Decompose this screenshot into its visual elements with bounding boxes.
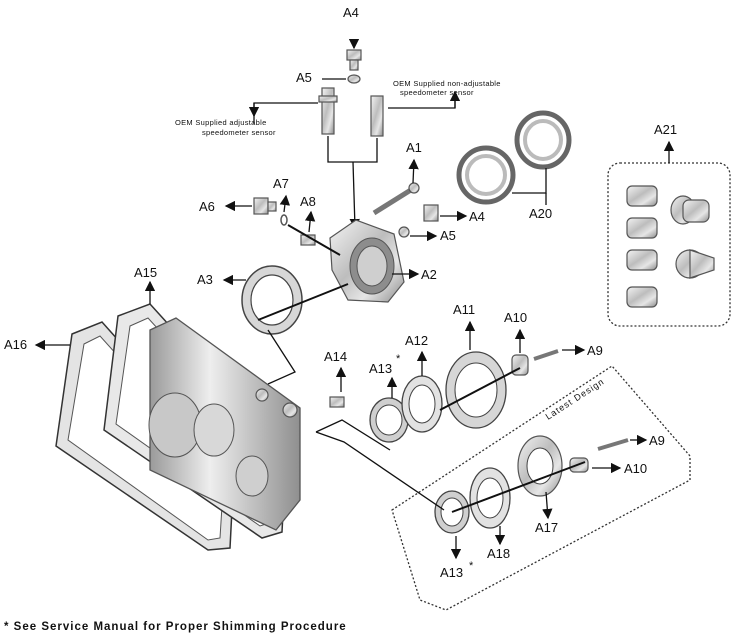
label-a17: A17: [535, 520, 558, 535]
label-a12: A12: [405, 333, 428, 348]
bearing-sleeve-2: [626, 217, 658, 239]
label-a20: A20: [529, 206, 552, 221]
label-a16: A16: [4, 337, 27, 352]
main-case: [148, 317, 301, 531]
speedometer-sensor-adjustable: [318, 87, 338, 135]
asterisk-upper: *: [396, 353, 401, 365]
bolt-a9-lower: [597, 438, 629, 451]
label-a9-lower: A9: [649, 433, 665, 448]
label-a14: A14: [324, 349, 347, 364]
note-oem-adjustable-2: speedometer sensor: [202, 128, 276, 137]
label-latest-design: Latest Design: [544, 376, 607, 421]
a21-kit-box: [607, 162, 731, 327]
label-a13-upper: A13: [369, 361, 392, 376]
bolt-a9-upper: [533, 349, 559, 361]
label-a3: A3: [197, 272, 213, 287]
plug-a4-mid: [423, 204, 439, 222]
bolt-a1: [372, 182, 420, 216]
note-oem-nonadjustable-1: OEM Supplied non-adjustable: [393, 79, 501, 88]
label-a10-upper: A10: [504, 310, 527, 325]
label-a9-upper: A9: [587, 343, 603, 358]
label-a11: A11: [453, 302, 475, 317]
note-oem-nonadjustable-2: speedometer sensor: [400, 88, 474, 97]
fitting-a6: [253, 197, 277, 215]
label-a13-lower: A13: [440, 565, 463, 580]
label-a1: A1: [406, 140, 422, 155]
bearing-sleeve-3: [626, 249, 658, 271]
front-housing-a2: [329, 219, 405, 303]
label-a5-mid: A5: [440, 228, 456, 243]
label-a10-lower: A10: [624, 461, 647, 476]
label-a4-mid: A4: [469, 209, 485, 224]
gasket-a3: [241, 265, 303, 335]
label-a15: A15: [134, 265, 157, 280]
label-a2: A2: [421, 267, 437, 282]
stud-a14: [329, 396, 345, 408]
bolt-a4-top: [346, 49, 362, 71]
washer-a5-mid: [398, 226, 410, 238]
seal-ring-a20-left: [456, 145, 516, 205]
bearing-cap-a17: [517, 435, 563, 497]
bearing-sleeve-1: [626, 185, 658, 207]
label-a21: A21: [654, 122, 677, 137]
label-a4-top: A4: [343, 5, 359, 20]
asterisk-lower: *: [469, 560, 474, 572]
plate-a12: [401, 375, 443, 433]
label-a18: A18: [487, 546, 510, 561]
seal-ring-a20-right: [514, 110, 572, 170]
label-a6: A6: [199, 199, 215, 214]
shim-a13-upper: [369, 397, 409, 443]
label-a7: A7: [273, 176, 289, 191]
speedometer-sensor-nonadjustable: [370, 95, 384, 137]
tapered-bearing: [675, 249, 715, 279]
footnote-shimming: * See Service Manual for Proper Shimming…: [4, 621, 347, 633]
washer-a5-top: [347, 74, 361, 84]
gear-bearing: [670, 195, 710, 225]
label-a8: A8: [300, 194, 316, 209]
label-a5-top: A5: [296, 70, 312, 85]
o-ring-a7: [280, 214, 288, 226]
bearing-sleeve-4: [626, 286, 658, 308]
note-oem-adjustable-1: OEM Supplied adjustable: [175, 118, 267, 127]
